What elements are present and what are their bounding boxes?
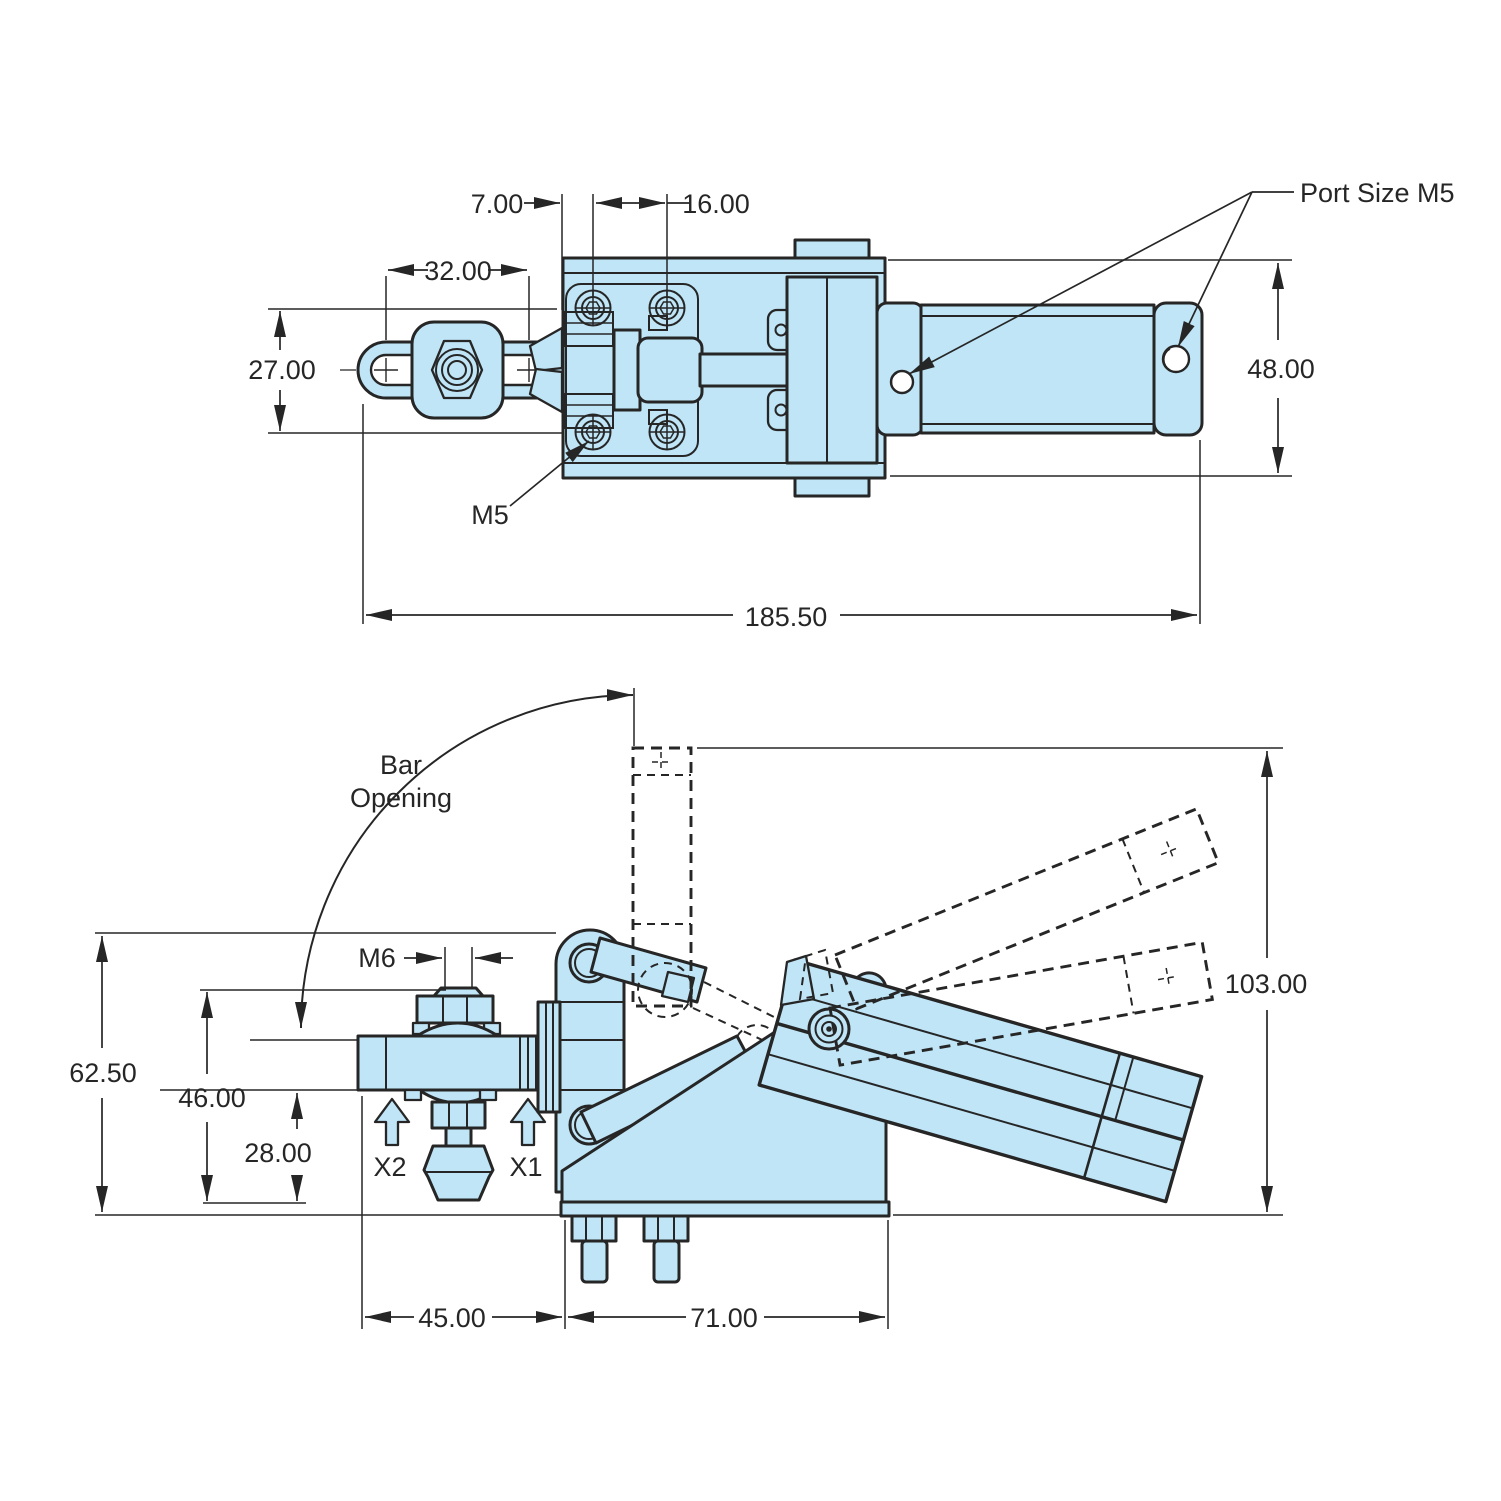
dim-103-label: 103.00 bbox=[1225, 969, 1308, 999]
x2-arrow-icon bbox=[373, 1097, 411, 1147]
dim-62-label: 62.50 bbox=[69, 1058, 137, 1088]
dim-16-label: 16.00 bbox=[682, 189, 750, 219]
dim-slot-length: 32.00 bbox=[388, 256, 527, 286]
m6-label: M6 bbox=[358, 943, 396, 973]
piston-rod-plan bbox=[698, 352, 796, 388]
air-port-2 bbox=[1161, 344, 1191, 374]
bar-seat-tab-phantom bbox=[798, 948, 835, 1001]
top-tab bbox=[793, 238, 871, 260]
x1-label: X1 bbox=[509, 1152, 542, 1182]
dim-spindle-height: 46.00 bbox=[178, 992, 246, 1201]
bar-opening-arc bbox=[295, 689, 634, 1029]
clamp-bar-open-phantom bbox=[631, 746, 693, 1008]
stud-1-nut bbox=[570, 1214, 618, 1243]
mount-screw bbox=[574, 413, 612, 451]
rod-clevis bbox=[636, 336, 704, 404]
spindle-hex-nut bbox=[430, 339, 484, 400]
dim-48-label: 48.00 bbox=[1247, 354, 1315, 384]
dim-hole-spacing: 16.00 bbox=[596, 189, 750, 219]
air-cylinder-plan bbox=[875, 301, 1204, 437]
spindle-assembly bbox=[403, 986, 502, 1202]
dim-46-label: 46.00 bbox=[178, 1083, 246, 1113]
cylinder-flange bbox=[785, 275, 879, 465]
arm-clevis-jaw-lower bbox=[528, 367, 564, 414]
dim-overall-height-left: 62.50 bbox=[69, 936, 137, 1212]
clamp-bar-mid-phantom-1 bbox=[833, 807, 1221, 1011]
port-size-label: Port Size M5 bbox=[1300, 178, 1455, 208]
base-plate bbox=[559, 1200, 891, 1218]
dim-overall-length: 185.50 bbox=[366, 602, 1197, 632]
arm-clevis-jaw-upper bbox=[528, 326, 564, 373]
dim-spindle-thread: M6 bbox=[358, 943, 513, 973]
dim-body-height: 48.00 bbox=[1247, 263, 1315, 473]
spindle-shaft bbox=[444, 1126, 473, 1148]
dim-32-label: 32.00 bbox=[424, 256, 492, 286]
main-pivot bbox=[807, 1007, 851, 1051]
clamp-arm-side bbox=[356, 1034, 564, 1092]
clamp-body-plan bbox=[561, 238, 887, 498]
bottom-tab bbox=[793, 476, 871, 498]
cylinder-tube bbox=[919, 303, 1156, 435]
m5-label: M5 bbox=[471, 500, 509, 530]
dim-185-label: 185.50 bbox=[745, 602, 828, 632]
cylinder-collar bbox=[875, 301, 925, 437]
dim-edge-to-hole: 7.00 bbox=[471, 189, 560, 219]
stud-2-nut bbox=[642, 1214, 690, 1243]
bar-opening-label-1: Bar bbox=[380, 750, 422, 780]
dim-71-label: 71.00 bbox=[690, 1303, 758, 1333]
top-view-dimensions: 7.00 16.00 32.00 27.00 bbox=[248, 178, 1454, 632]
side-view-dimensions: Bar Opening M6 62.50 46.00 bbox=[69, 688, 1307, 1333]
clevis-front-jaw bbox=[536, 1000, 562, 1114]
x2-label: X2 bbox=[373, 1152, 406, 1182]
dim-7-label: 7.00 bbox=[471, 189, 524, 219]
top-view: 7.00 16.00 32.00 27.00 bbox=[248, 178, 1454, 632]
dim-body-length: 71.00 bbox=[568, 1303, 885, 1333]
dim-28-label: 28.00 bbox=[244, 1138, 312, 1168]
dim-open-height: 103.00 bbox=[1225, 751, 1308, 1212]
bar-opening-callout: Bar Opening bbox=[295, 689, 634, 1029]
dim-27-label: 27.00 bbox=[248, 355, 316, 385]
dim-45-label: 45.00 bbox=[418, 1303, 486, 1333]
yoke-block bbox=[612, 328, 642, 412]
link-pin-block bbox=[660, 970, 696, 1004]
stud-1-shaft bbox=[580, 1239, 609, 1284]
clamp-arm-plan bbox=[356, 320, 594, 420]
spindle-upper-nut bbox=[415, 994, 495, 1025]
stud-2-shaft bbox=[652, 1239, 681, 1284]
dim-arm-reach: 45.00 bbox=[365, 1303, 562, 1333]
callout-port-size: Port Size M5 bbox=[908, 178, 1455, 375]
cam-circle-phantom bbox=[637, 962, 693, 1018]
spindle-lower-nut bbox=[430, 1100, 487, 1130]
callout-m5: M5 bbox=[471, 440, 590, 530]
bar-opening-label-2: Opening bbox=[350, 783, 452, 813]
extension-lines bbox=[268, 194, 1292, 624]
side-view: Bar Opening M6 62.50 46.00 bbox=[69, 688, 1307, 1333]
dim-arm-height: 28.00 bbox=[244, 1093, 312, 1201]
dim-arm-width: 27.00 bbox=[248, 311, 316, 431]
